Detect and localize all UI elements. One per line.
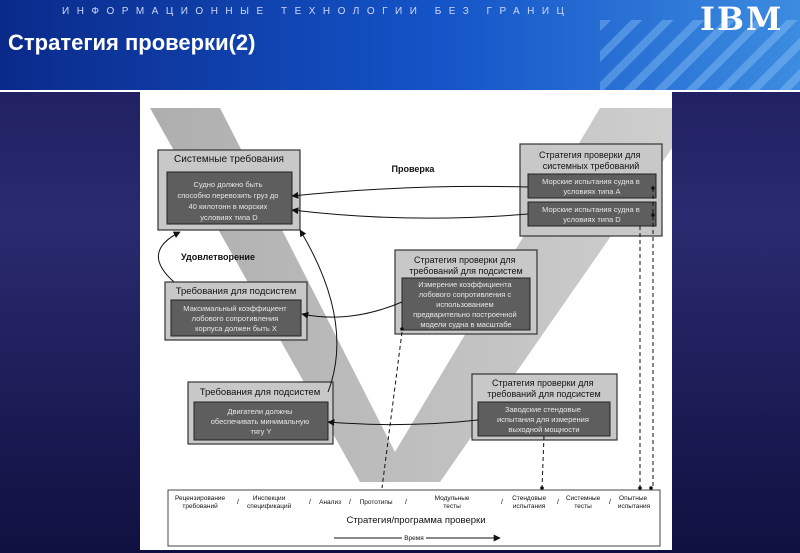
strategy-item-a: Морские испытания судна в: [542, 177, 640, 186]
svg-text:/: /: [405, 499, 407, 506]
program-label: Стратегия/программа проверки: [346, 515, 485, 526]
subsystem-requirements-box-1: Требования для подсистем Максимальный ко…: [164, 281, 308, 341]
timeline-bar: Рецензирование требований Инспекции спец…: [167, 489, 661, 547]
link-prototypes: [381, 331, 403, 489]
arrow-strategy2-to-sub2: [327, 418, 479, 426]
header-band: [0, 0, 800, 92]
subsystem-requirement-line: Двигатели должны: [227, 407, 292, 416]
subsystem-requirements-title: Требования для подсистем: [200, 387, 321, 398]
strategy-subsystem-title: требований для подсистем: [409, 266, 522, 276]
svg-text:Двигатели должны обеспеч: Двигатели должны обеспечивать минимальну…: [211, 407, 312, 436]
strategy-subsystem-line: предварительно построенной: [413, 310, 517, 319]
strategy-subsystem-box-2: Стратегия проверки для требований для по…: [471, 373, 618, 441]
svg-text:Измерение коэффициента л: Измерение коэффициента лобового сопротив…: [413, 280, 519, 329]
svg-text:Морские испытания судна в: Морские испытания судна в условиях типа …: [542, 177, 642, 196]
header-decoration: [600, 20, 800, 92]
arrow-sub2-satisfies-system: [299, 229, 338, 393]
ibm-logo: IBM: [700, 2, 792, 36]
system-requirement-line: способно перевозить груз до: [177, 191, 278, 200]
svg-text:Морские испытания судна в: Морские испытания судна в условиях типа …: [542, 205, 642, 224]
header-tagline: ИНФОРМАЦИОННЫЕ ТЕХНОЛОГИИ БЕЗ ГРАНИЦ: [62, 6, 572, 17]
verification-diagram: Системные требования Судно должно быть с…: [150, 108, 672, 547]
phase-system-tests: тесты: [574, 503, 592, 510]
subsystem-requirement-line: корпуса должен быть X: [195, 324, 277, 333]
strategy-subsystem-line: лобового сопротивления с: [419, 290, 512, 299]
strategy-subsystem-line: использованием: [436, 300, 494, 309]
svg-text:Стратегия проверки для с: Стратегия проверки для системных требова…: [539, 150, 643, 171]
phase-bench-tests: испытания: [513, 503, 546, 510]
subsystem-requirement-line: обеспечивать минимальную: [211, 417, 310, 426]
strategy-subsystem-box-1: Стратегия проверки для требований для по…: [394, 249, 538, 335]
time-label: Время: [404, 535, 424, 542]
phase-bench-tests: Стендовые: [512, 495, 546, 502]
phase-inspections: Инспекции: [253, 495, 286, 502]
system-requirements-title: Системные требования: [174, 153, 284, 165]
svg-text:/: /: [237, 499, 239, 506]
svg-text:/: /: [609, 499, 611, 506]
link-bench-tests: [541, 435, 545, 489]
svg-text:/: /: [501, 499, 503, 506]
slide-title: Стратегия проверки(2): [8, 30, 256, 55]
svg-text:/: /: [557, 499, 559, 506]
phase-inspections: спецификаций: [247, 502, 292, 510]
phase-trials: испытания: [618, 503, 651, 510]
verification-label: Проверка: [392, 164, 436, 174]
subsystem-requirements-title: Требования для подсистем: [176, 286, 297, 297]
arrow-strategy1-to-sub1: [301, 301, 403, 319]
svg-text:Максимальный коэффициент: Максимальный коэффициент лобового сопрот…: [183, 304, 288, 333]
diagram-panel: Системные требования Судно должно быть с…: [140, 92, 672, 550]
svg-text:Судно должно быть способ: Судно должно быть способно перевозить гр…: [177, 180, 280, 222]
subsystem-requirement-line: тягу Y: [250, 427, 271, 436]
arrow-sub1-satisfies-system: [157, 231, 181, 283]
system-requirements-box: Системные требования Судно должно быть с…: [157, 149, 301, 231]
system-requirement-line: условиях типа D: [200, 213, 258, 222]
strategy-item-d: Морские испытания судна в: [542, 205, 640, 214]
strategy-item-a: условиях типа А: [563, 187, 620, 196]
svg-text:Рецензирование требовани: Рецензирование требований Инспекции спец…: [175, 495, 651, 510]
svg-text:/: /: [349, 499, 351, 506]
title-divider: [0, 90, 800, 92]
strategy-subsystem-title: Стратегия проверки для: [492, 378, 594, 388]
arrow-item-d-to-system: [291, 207, 529, 219]
strategy-subsystem-line: Заводские стендовые: [505, 405, 581, 414]
phase-prototypes: Прототипы: [360, 499, 393, 506]
svg-text:Стратегия проверки для т: Стратегия проверки для требований для по…: [487, 378, 600, 399]
arrow-item-a-to-system: [291, 185, 529, 199]
svg-text:Заводские стендовые испы: Заводские стендовые испытания для измере…: [497, 405, 591, 434]
strategy-subsystem-line: выходной мощности: [508, 425, 579, 434]
verification-arrows: [157, 185, 529, 426]
phase-trials: Опытные: [619, 495, 647, 502]
satisfaction-label: Удовлетворение: [181, 252, 255, 262]
subsystem-requirement-line: Максимальный коэффициент: [183, 304, 287, 313]
phase-system-tests: Системные: [566, 495, 601, 502]
strategy-system-box: Стратегия проверки для системных требова…: [519, 143, 663, 237]
svg-text:/: /: [309, 499, 311, 506]
strategy-subsystem-line: модели судна в масштабе: [420, 320, 511, 329]
strategy-system-title: системных требований: [543, 161, 640, 171]
subsystem-requirement-line: лобового сопротивления: [192, 314, 279, 323]
strategy-item-d: условиях типа D: [563, 215, 621, 224]
svg-text:Стратегия проверки для т: Стратегия проверки для требований для по…: [409, 255, 522, 276]
system-requirement-line: Судно должно быть: [194, 180, 263, 189]
strategy-subsystem-title: Стратегия проверки для: [414, 255, 516, 265]
system-requirement-line: 40 килотонн в морских: [189, 202, 268, 211]
strategy-subsystem-title: требований для подсистем: [487, 389, 600, 399]
strategy-subsystem-line: Измерение коэффициента: [418, 280, 512, 289]
phase-analysis: Анализ: [319, 499, 341, 506]
subsystem-requirements-box-2: Требования для подсистем Двигатели должн…: [187, 381, 334, 445]
strategy-subsystem-line: испытания для измерения: [497, 415, 589, 424]
phase-unit-tests: тесты: [443, 503, 461, 510]
phase-unit-tests: Модульные: [435, 495, 470, 502]
timeline-links: [381, 188, 654, 489]
phase-review: Рецензирование: [175, 495, 226, 502]
logo-text: IBM: [700, 0, 784, 38]
phase-separators: / / / / / / /: [237, 499, 611, 506]
strategy-system-title: Стратегия проверки для: [539, 150, 641, 160]
phase-review: требований: [182, 502, 218, 510]
